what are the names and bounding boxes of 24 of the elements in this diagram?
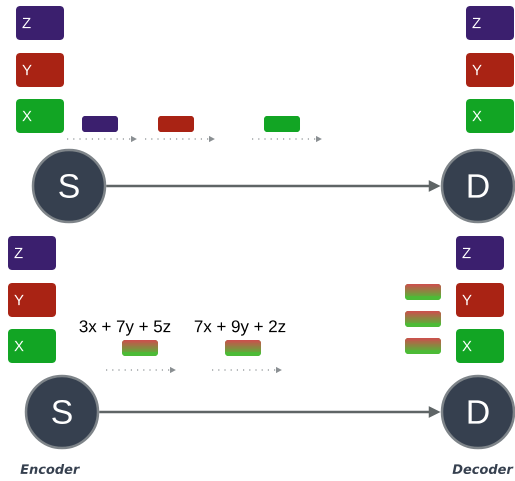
packet-bar [405, 284, 441, 300]
packet-bar [225, 340, 261, 356]
packet-bar [158, 116, 194, 132]
symbol-box: Z [466, 6, 514, 40]
symbol-box: Y [466, 53, 514, 87]
packet-bar [405, 338, 441, 354]
equation-text: 7x + 9y + 2z [194, 320, 286, 336]
symbol-box: X [456, 329, 504, 363]
symbol-box: Y [16, 53, 64, 87]
symbol-box: Z [456, 236, 504, 270]
packet-bar [405, 311, 441, 327]
node-label: Decoder [452, 464, 514, 474]
symbol-box: Z [8, 236, 56, 270]
symbol-box: Z [16, 6, 64, 40]
symbol-box: X [466, 99, 514, 133]
symbol-box: Y [456, 283, 504, 317]
node-label: Encoder [20, 464, 80, 474]
symbol-box: X [8, 329, 56, 363]
symbol-box: Y [8, 283, 56, 317]
symbol-box: X [16, 99, 64, 133]
packet-bar [82, 116, 118, 132]
packet-bar [264, 116, 300, 132]
packet-bar [122, 340, 158, 356]
equation-text: 3x + 7y + 5z [80, 320, 170, 336]
